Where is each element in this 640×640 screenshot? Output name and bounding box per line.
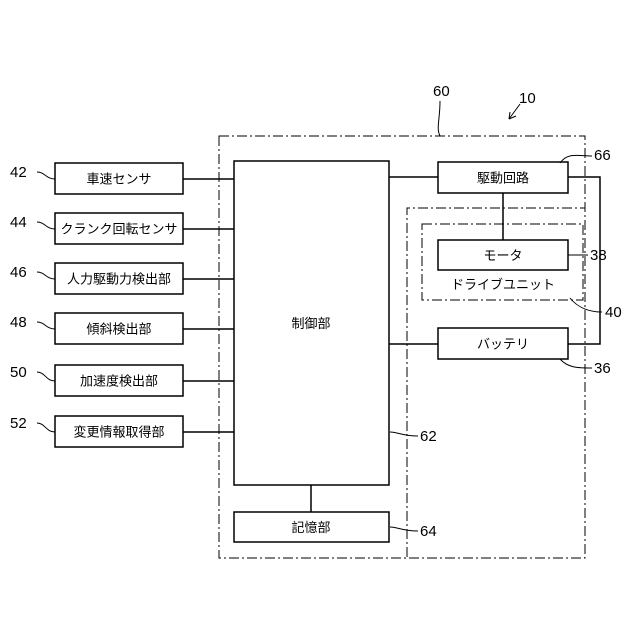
change-info-acquirer-label: 変更情報取得部 xyxy=(73,425,164,441)
ref-44: 44 xyxy=(10,214,27,231)
ref-36: 36 xyxy=(594,360,611,377)
ref-48: 48 xyxy=(10,314,27,331)
leader-36 xyxy=(560,359,592,368)
motor-label: モータ xyxy=(483,249,522,264)
tilt-detector-label: 傾斜検出部 xyxy=(86,323,151,338)
ref-64: 64 xyxy=(420,523,437,540)
ref-10: 10 xyxy=(519,90,536,107)
leader-62 xyxy=(390,432,418,436)
leader-60 xyxy=(438,101,440,136)
human-drive-force-detector-label: 人力駆動力検出部 xyxy=(67,273,171,288)
drive-circuit-label: 駆動回路 xyxy=(477,171,529,187)
battery-label: バッテリ xyxy=(477,338,529,353)
leader-44 xyxy=(37,222,55,229)
leader-48 xyxy=(37,322,55,329)
leader-52 xyxy=(37,423,55,432)
ref-50: 50 xyxy=(10,364,27,381)
leader-64 xyxy=(390,527,418,531)
ref-38: 38 xyxy=(590,247,607,264)
ref-62: 62 xyxy=(420,428,437,445)
ref-40: 40 xyxy=(605,304,622,321)
ref-60: 60 xyxy=(433,83,450,100)
vehicle-speed-sensor-label: 車速センサ xyxy=(86,173,151,188)
leader-40 xyxy=(570,298,602,312)
storage-label: 記憶部 xyxy=(291,520,330,536)
acceleration-detector-label: 加速度検出部 xyxy=(80,374,158,390)
leader-42 xyxy=(37,172,55,179)
drive-unit-label: ドライブユニット xyxy=(451,277,555,293)
leader-50 xyxy=(37,372,55,381)
ref-42: 42 xyxy=(10,164,27,181)
ref-52: 52 xyxy=(10,415,27,432)
controller-label: 制御部 xyxy=(291,317,330,332)
crank-rotation-sensor-label: クランク回転センサ xyxy=(60,223,177,238)
leader-46 xyxy=(37,272,55,279)
ref-66: 66 xyxy=(594,147,611,164)
ref-46: 46 xyxy=(10,264,27,281)
